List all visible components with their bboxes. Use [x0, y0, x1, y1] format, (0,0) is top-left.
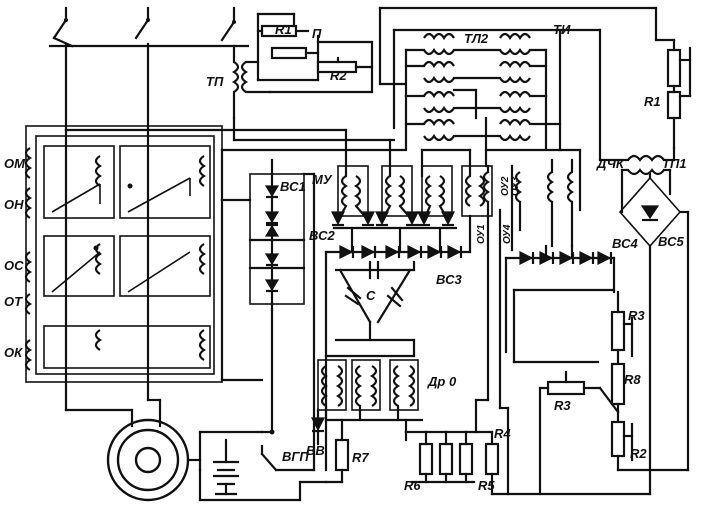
- label-vs4: ВС4: [612, 236, 638, 251]
- label-dchk: ДЧК: [596, 156, 625, 171]
- tl2-transformers: [378, 6, 658, 212]
- tp-transformer: [231, 60, 272, 120]
- vs3-diode-row: [324, 214, 472, 472]
- label-r3-mid: R3: [554, 398, 571, 413]
- label-os: ОС: [4, 258, 24, 273]
- main-switches: [48, 6, 250, 132]
- label-tp: ТП: [206, 74, 224, 89]
- label-ti: ТИ: [553, 22, 571, 37]
- label-ou1: ОУ1: [476, 224, 487, 244]
- label-r6: R6: [404, 478, 421, 493]
- label-om: ОМ: [4, 156, 26, 171]
- right-resistor-chain: [512, 288, 690, 496]
- label-ou2: ОУ2: [500, 176, 511, 196]
- label-r4: R4: [494, 426, 511, 441]
- label-r2-top: R2: [330, 68, 347, 83]
- label-r1-right: R1: [644, 94, 661, 109]
- label-on: ОН: [4, 197, 24, 212]
- label-p: П: [312, 26, 322, 41]
- label-r8: R8: [624, 372, 641, 387]
- label-ot: ОТ: [4, 294, 23, 309]
- label-mu: МУ: [312, 172, 333, 187]
- generator-vgp: [106, 418, 328, 502]
- vb-r7: [311, 408, 350, 484]
- label-vb: ВВ: [306, 443, 325, 458]
- vs5-bridge: [618, 168, 690, 496]
- label-r7: R7: [352, 450, 369, 465]
- ou-coils: [482, 158, 575, 410]
- left-coil-frame: [24, 116, 408, 428]
- label-vs2: ВС2: [309, 228, 335, 243]
- mu-reactors: [331, 128, 493, 230]
- label-vs3: ВС3: [436, 272, 462, 287]
- label-vgp: ВГП: [282, 449, 309, 464]
- vs1-vs2-diode-stack: [248, 158, 316, 472]
- vs4-diode-row: [504, 244, 616, 354]
- r1-r2-control-block: [256, 12, 374, 94]
- label-vs1: ВС1: [280, 179, 306, 194]
- label-dr0: Др 0: [427, 374, 457, 389]
- r1-right-branch: [598, 6, 692, 162]
- label-vs5: ВС5: [658, 234, 684, 249]
- label-ou3: ОУ3: [510, 176, 521, 196]
- label-tp1: ТП1: [662, 156, 687, 171]
- label-r3-right: R3: [628, 308, 645, 323]
- r4-r5-r6: [404, 398, 652, 496]
- label-r5: R5: [478, 478, 495, 493]
- label-r2-right: R2: [630, 446, 647, 461]
- label-tl2: ТЛ2: [464, 31, 489, 46]
- capacitor-c: [334, 260, 416, 358]
- label-r1-top: R1: [275, 22, 292, 37]
- label-c: С: [366, 288, 376, 303]
- label-ok: ОК: [4, 345, 23, 360]
- label-ou4: ОУ4: [502, 224, 513, 244]
- dr0-reactors: [317, 354, 424, 422]
